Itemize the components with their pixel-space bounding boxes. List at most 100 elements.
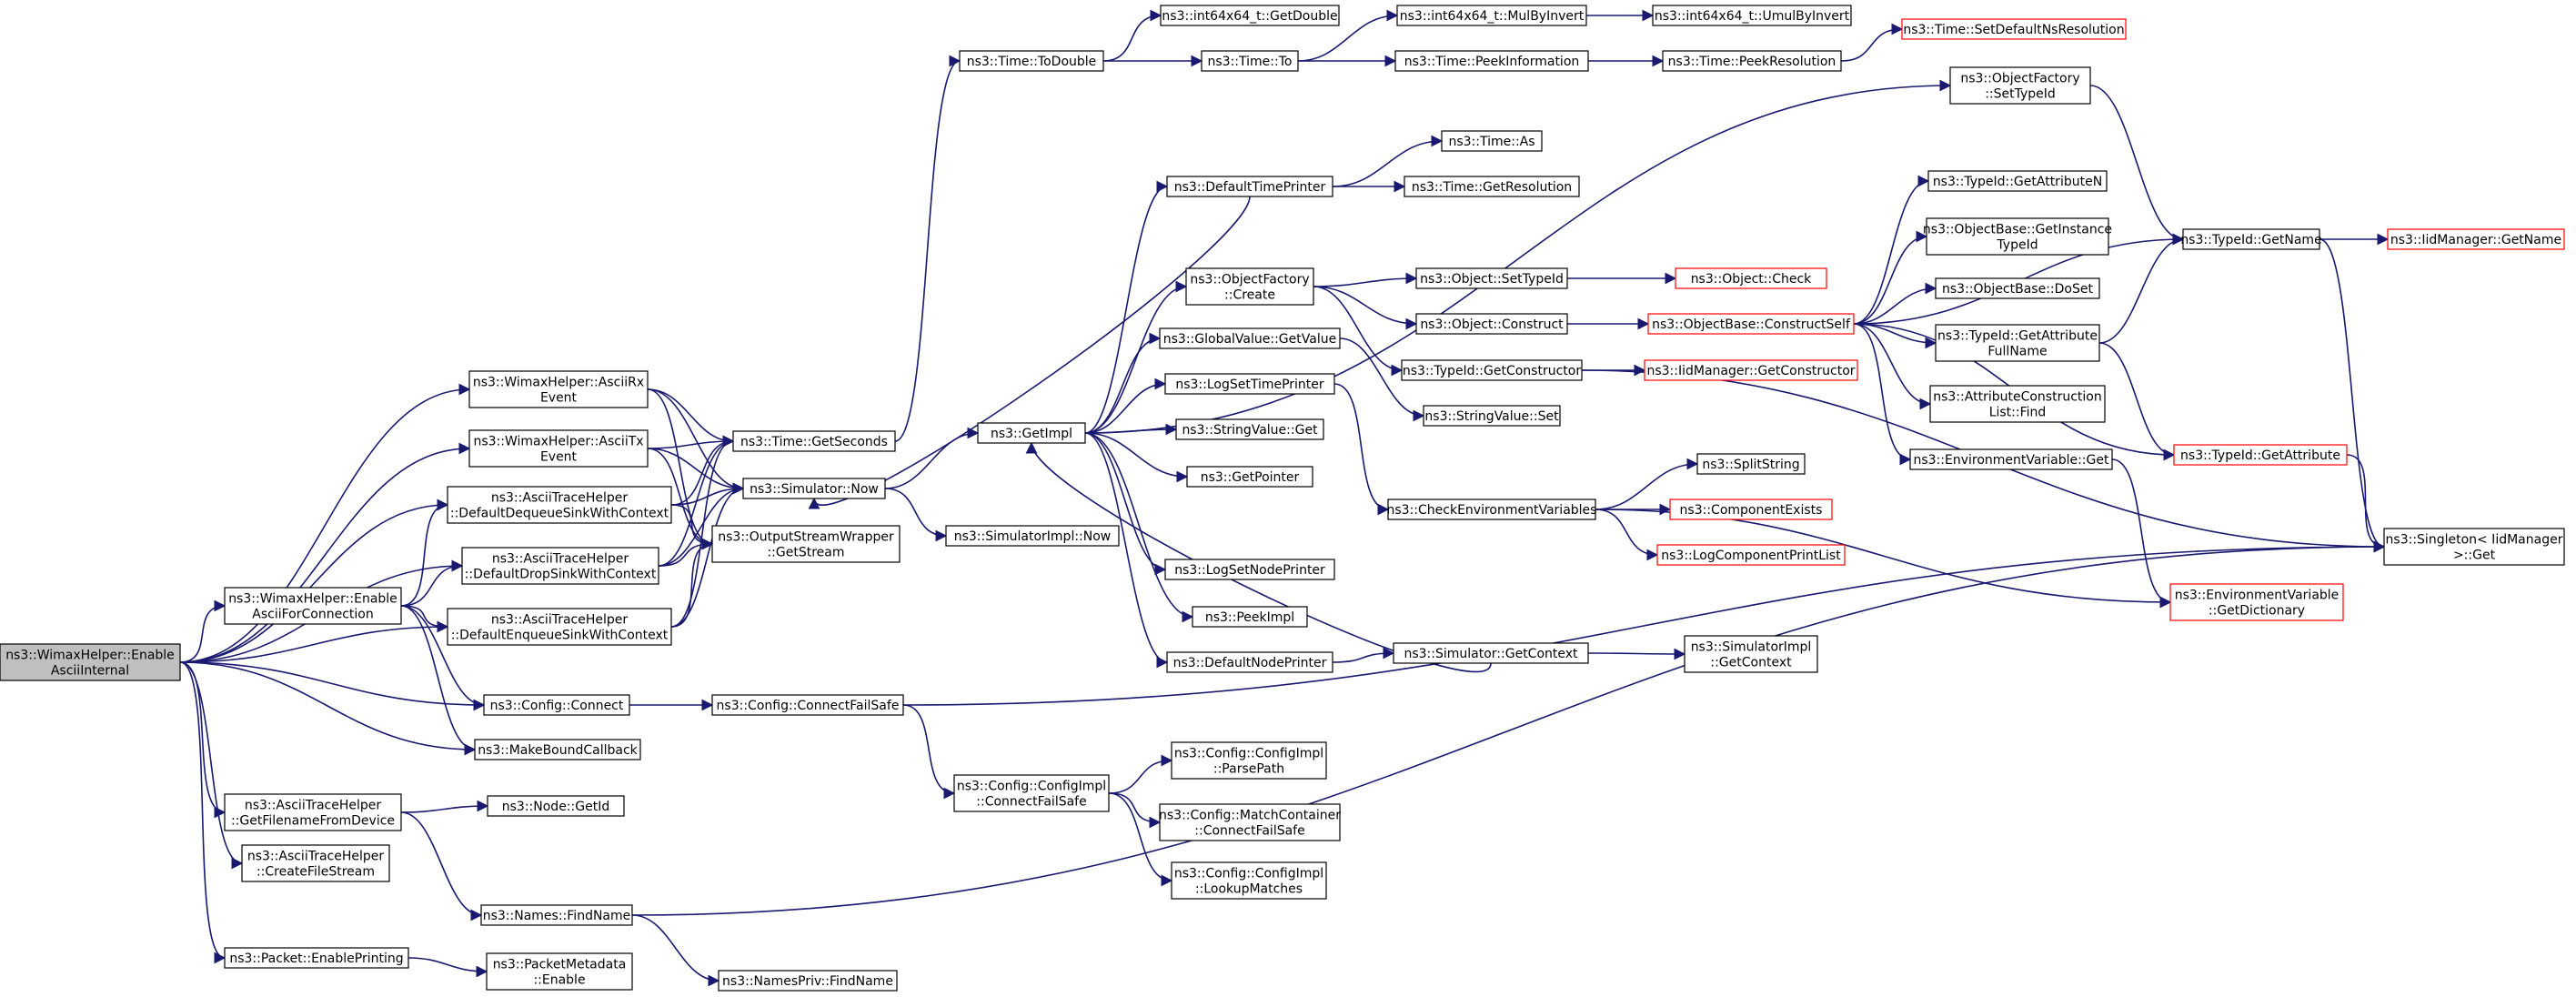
edge: [2098, 342, 2176, 461]
node-ns3-packetmetadata-enable[interactable]: ns3::PacketMetadata::Enable: [486, 952, 633, 991]
node-ns3-logcomponentprintlist[interactable]: ns3::LogComponentPrintList: [1656, 544, 1846, 566]
node-ns3-componentexists[interactable]: ns3::ComponentExists: [1669, 498, 1833, 520]
node-ns3-typeid-getattributen[interactable]: ns3::TypeId::GetAttributeN: [1927, 170, 2108, 192]
node-ns3-namespriv-findname[interactable]: ns3::NamesPriv::FindName: [718, 970, 898, 992]
node-ns3-environmentvariable-getdictionary[interactable]: ns3::EnvironmentVariable::GetDictionary: [2169, 583, 2344, 621]
node-box: [711, 525, 901, 563]
node-ns3-node-getid[interactable]: ns3::Node::GetId: [487, 795, 625, 817]
node-label: ::GetStream: [767, 546, 844, 560]
node-ns3-config-connectfailsafe[interactable]: ns3::Config::ConnectFailSafe: [711, 694, 904, 716]
node-ns3-int64x64-t-umulbyinvert[interactable]: ns3::int64x64_t::UmulByInvert: [1652, 5, 1852, 26]
node-ns3-objectfactory-settypeid[interactable]: ns3::ObjectFactory::SetTypeId: [1949, 66, 2091, 105]
node-label: ns3::Names::FindName: [483, 909, 631, 923]
node-ns3-logsettimeprinter[interactable]: ns3::LogSetTimePrinter: [1164, 373, 1335, 395]
node-ns3-int64x64-t-getdouble[interactable]: ns3::int64x64_t::GetDouble: [1160, 5, 1340, 26]
node-ns3-config-configimpl-lookupmatches[interactable]: ns3::Config::ConfigImpl::LookupMatches: [1171, 861, 1327, 900]
node-label: ns3::Time::GetSeconds: [740, 435, 888, 449]
node-ns3-typeid-getconstructor[interactable]: ns3::TypeId::GetConstructor: [1401, 359, 1583, 381]
node-ns3-wimaxhelper-enable-asciiforconnection[interactable]: ns3::WimaxHelper::EnableAsciiForConnecti…: [224, 587, 402, 625]
node-ns3-asciitracehelper-getfilenamefromdevice[interactable]: ns3::AsciiTraceHelper::GetFilenameFromDe…: [224, 793, 402, 831]
node-label: ns3::IidManager::GetName: [2390, 233, 2561, 247]
node-ns3-makeboundcallback[interactable]: ns3::MakeBoundCallback: [474, 739, 641, 760]
node-box: [711, 694, 904, 716]
node-ns3-outputstreamwrapper-getstream[interactable]: ns3::OutputStreamWrapper::GetStream: [711, 525, 901, 563]
edge: [179, 498, 449, 663]
node-ns3-time-as[interactable]: ns3::Time::As: [1441, 130, 1543, 152]
node-box: [1164, 559, 1335, 580]
node-ns3-time-getseconds[interactable]: ns3::Time::GetSeconds: [732, 430, 896, 452]
node-ns3-splitstring[interactable]: ns3::SplitString: [1696, 453, 1806, 475]
node-ns3-time-peekinformation[interactable]: ns3::Time::PeekInformation: [1394, 50, 1589, 72]
node-ns3-getimpl[interactable]: ns3::GetImpl: [977, 422, 1086, 444]
node-ns3-getpointer[interactable]: ns3::GetPointer: [1186, 466, 1313, 488]
edge: [400, 605, 486, 711]
node-label: ns3::AsciiTraceHelper: [491, 613, 629, 628]
edge: [658, 538, 714, 567]
node-ns3-peekimpl[interactable]: ns3::PeekImpl: [1192, 606, 1308, 628]
node-ns3-simulatorimpl-getcontext[interactable]: ns3::SimulatorImpl::GetContext: [1684, 635, 1818, 673]
node-ns3-config-matchcontainer-connectfailsafe[interactable]: ns3::Config::MatchContainer::ConnectFail…: [1159, 803, 1341, 841]
node-ns3-time-todouble[interactable]: ns3::Time::ToDouble: [959, 50, 1104, 72]
node-box: [1656, 544, 1846, 566]
node-box: [1926, 217, 2109, 256]
node-box: [1192, 606, 1308, 628]
node-ns3-time-to[interactable]: ns3::Time::To: [1201, 50, 1299, 72]
node-box: [1175, 418, 1324, 440]
edge: [647, 435, 735, 449]
node-ns3-time-peekresolution[interactable]: ns3::Time::PeekResolution: [1662, 50, 1842, 72]
node-box: [1684, 635, 1818, 673]
node-ns3-names-findname[interactable]: ns3::Names::FindName: [480, 904, 633, 926]
node-ns3-object-check[interactable]: ns3::Object::Check: [1675, 267, 1827, 289]
node-ns3-config-configimpl-connectfailsafe[interactable]: ns3::Config::ConfigImpl::ConnectFailSafe: [953, 774, 1110, 812]
node-ns3-globalvalue-getvalue[interactable]: ns3::GlobalValue::GetValue: [1159, 327, 1341, 349]
edge: [1084, 432, 1169, 669]
node-ns3-typeid-getattribute[interactable]: ns3::TypeId::GetAttribute: [2173, 444, 2348, 466]
node-ns3-objectfactory-create[interactable]: ns3::ObjectFactory::Create: [1185, 267, 1314, 306]
node-ns3-asciitracehelper-defaultdropsinkwithcontext[interactable]: ns3::AsciiTraceHelper::DefaultDropSinkWi…: [461, 547, 659, 585]
node-ns3-stringvalue-set[interactable]: ns3::StringValue::Set: [1423, 405, 1561, 427]
node-ns3-defaulttimeprinter[interactable]: ns3::DefaultTimePrinter: [1166, 176, 1333, 197]
node-ns3-config-configimpl-parsepath[interactable]: ns3::Config::ConfigImpl::ParsePath: [1171, 741, 1327, 780]
node-ns3-time-getresolution[interactable]: ns3::Time::GetResolution: [1404, 176, 1580, 197]
node-ns3-asciitracehelper-defaultenqueuesinkwithcontext[interactable]: ns3::AsciiTraceHelper::DefaultEnqueueSin…: [447, 608, 672, 646]
node-ns3-object-construct[interactable]: ns3::Object::Construct: [1415, 313, 1568, 335]
node-ns3-asciitracehelper-createfilestream[interactable]: ns3::AsciiTraceHelper::CreateFileStream: [241, 844, 390, 882]
node-ns3-int64x64-t-mulbyinvert[interactable]: ns3::int64x64_t::MulByInvert: [1396, 5, 1587, 26]
node-ns3-config-connect[interactable]: ns3::Config::Connect: [483, 694, 630, 716]
edge: [884, 488, 948, 542]
node-ns3-iidmanager-getconstructor[interactable]: ns3::IidManager::GetConstructor: [1644, 359, 1858, 381]
node-ns3-time-setdefaultnsresolution[interactable]: ns3::Time::SetDefaultNsResolution: [1901, 18, 2127, 40]
node-label: ns3::Time::To: [1208, 55, 1293, 69]
node-ns3-simulatorimpl-now[interactable]: ns3::SimulatorImpl::Now: [945, 525, 1120, 547]
node-ns3-stringvalue-get[interactable]: ns3::StringValue::Get: [1175, 418, 1324, 440]
node-ns3-simulator-getcontext[interactable]: ns3::Simulator::GetContext: [1393, 642, 1589, 664]
node-label: ns3::AsciiTraceHelper: [247, 850, 385, 864]
node-ns3-objectbase-constructself[interactable]: ns3::ObjectBase::ConstructSelf: [1647, 313, 1855, 335]
node-ns3-simulator-now[interactable]: ns3::Simulator::Now: [742, 478, 886, 499]
node-ns3-asciitracehelper-defaultdequeuesinkwithcontext[interactable]: ns3::AsciiTraceHelper::DefaultDequeueSin…: [447, 486, 672, 524]
node-ns3-object-settypeid[interactable]: ns3::Object::SetTypeId: [1415, 267, 1568, 289]
node-label: AsciiForConnection: [252, 608, 373, 622]
edge: [400, 605, 449, 633]
node-ns3-environmentvariable-get[interactable]: ns3::EnvironmentVariable::Get: [1909, 448, 2113, 470]
node-label: ::DefaultEnqueueSinkWithContext: [451, 629, 669, 643]
node-ns3-checkenvironmentvariables[interactable]: ns3::CheckEnvironmentVariables: [1387, 498, 1597, 520]
node-label: ::LookupMatches: [1195, 882, 1303, 897]
node-ns3-packet-enableprinting[interactable]: ns3::Packet::EnablePrinting: [224, 947, 409, 969]
edge: [2111, 458, 2172, 609]
node-label: ns3::GlobalValue::GetValue: [1163, 332, 1336, 347]
node-ns3-defaultnodeprinter[interactable]: ns3::DefaultNodePrinter: [1166, 651, 1333, 673]
node-ns3-singleton-iidmanager-get[interactable]: ns3::Singleton< IidManager>::Get: [2383, 528, 2565, 566]
edge: [1108, 792, 1173, 887]
node-ns3-typeid-getname[interactable]: ns3::TypeId::GetName: [2180, 228, 2322, 250]
node-box: [1387, 498, 1596, 520]
node-ns3-objectbase-doset[interactable]: ns3::ObjectBase::DoSet: [1935, 277, 2100, 299]
node-ns3-iidmanager-getname[interactable]: ns3::IidManager::GetName: [2387, 228, 2565, 250]
node-ns3-logsetnodeprinter[interactable]: ns3::LogSetNodePrinter: [1164, 559, 1335, 580]
